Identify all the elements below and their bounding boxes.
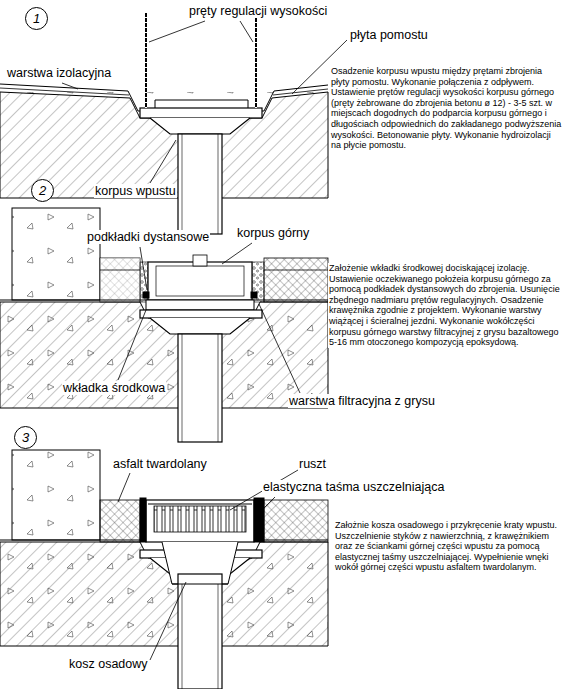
part-label: korpus górny [236,226,310,240]
step-number-circle: 2 [31,179,54,202]
step-number-circle: 3 [14,426,37,449]
step-note: Założnie kosza osadowego i przykręcenie … [334,520,564,573]
part-label: warstwa izolacyjna [6,66,112,80]
part-label: korpus wpustu [94,184,177,198]
step-note: Założenie wkładki środkowej dociskającej… [328,263,564,348]
step-number: 1 [33,11,40,26]
part-label: asfalt twardolany [112,457,208,471]
step-number: 3 [22,430,29,445]
part-label: podkładki dystansowe [86,230,210,244]
part-label: elastyczna taśma uszczelniająca [262,480,445,494]
part-label: płyta pomostu [349,28,429,42]
part-label: warstwa filtracyjna z grysu [288,394,436,408]
step-number-circle: 1 [25,7,48,30]
part-label: kosz osadowy [68,657,149,671]
part-label: pręty regulacji wysokości [188,4,328,18]
step-number: 2 [39,183,46,198]
part-label: wkładka środkowa [62,381,166,395]
part-label: ruszt [298,457,327,471]
step-note: Osadzenie korpusu wpustu między prętami … [330,66,564,151]
